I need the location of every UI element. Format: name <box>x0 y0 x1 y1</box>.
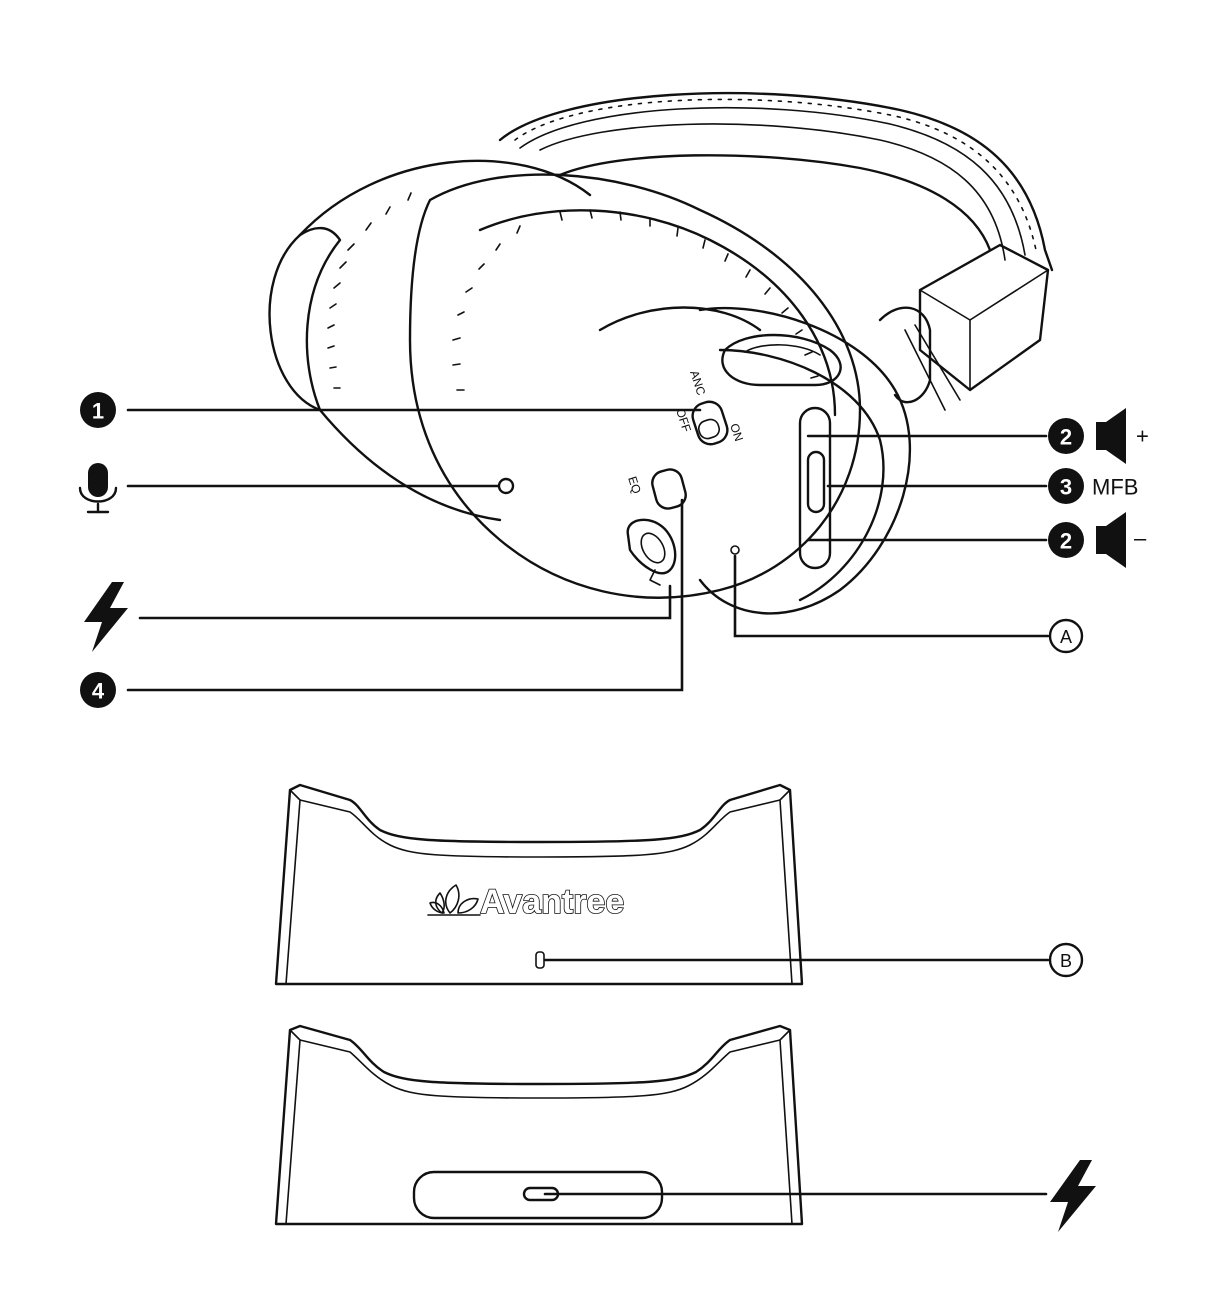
speaker-icon <box>1096 512 1126 568</box>
headphone-charge-port <box>626 518 677 586</box>
callout-a: A <box>1048 618 1084 654</box>
microphone-icon <box>78 463 118 514</box>
eq-button: EQ <box>625 468 687 510</box>
svg-text:4: 4 <box>92 679 105 704</box>
headband <box>498 91 1054 272</box>
near-ear-cushion <box>408 173 862 599</box>
svg-text:1: 1 <box>92 399 104 424</box>
lightning-icon <box>84 582 128 652</box>
callout-3-mfb: 3 <box>1048 468 1084 504</box>
cup-slot <box>721 333 842 387</box>
mfb-label: MFB <box>1092 475 1138 500</box>
svg-text:3: 3 <box>1060 475 1072 500</box>
callout-2-volume-down: 2 <box>1048 522 1084 558</box>
svg-text:2: 2 <box>1060 425 1072 450</box>
led-a <box>730 545 740 555</box>
headphone-illustration: ANC OFF ON EQ <box>268 91 1054 615</box>
led-b <box>535 951 545 969</box>
charging-dock-front: Avantree <box>274 783 804 986</box>
callout-4: 4 <box>80 672 116 708</box>
mic-hole <box>497 477 515 495</box>
svg-text:B: B <box>1060 951 1072 971</box>
lightning-icon <box>1050 1160 1096 1232</box>
eq-text: EQ <box>625 475 644 496</box>
ear-cup-shell <box>698 306 912 615</box>
far-ear-cushion <box>268 226 342 412</box>
volume-minus-label: – <box>1134 526 1147 551</box>
anc-mode-text: ANC <box>687 369 708 398</box>
leader-lines <box>126 408 1050 1196</box>
dock-port-panel <box>412 1170 664 1220</box>
volume-plus-label: + <box>1136 424 1149 449</box>
callout-b: B <box>1048 942 1084 978</box>
brand-text: Avantree <box>480 883 624 921</box>
callout-1: 1 <box>80 392 116 428</box>
svg-text:2: 2 <box>1060 529 1072 554</box>
volume-mfb-rocker <box>798 406 832 570</box>
dock-usb-c-port <box>522 1186 560 1202</box>
callout-2-volume-up: 2 <box>1048 418 1084 454</box>
charging-dock-back <box>274 1024 804 1226</box>
cushion-ribs <box>452 209 819 391</box>
avantree-logo: Avantree <box>427 882 625 922</box>
yoke-slider <box>918 243 1050 392</box>
speaker-icon <box>1096 408 1126 464</box>
svg-text:A: A <box>1060 627 1072 647</box>
on-text: ON <box>727 422 746 443</box>
